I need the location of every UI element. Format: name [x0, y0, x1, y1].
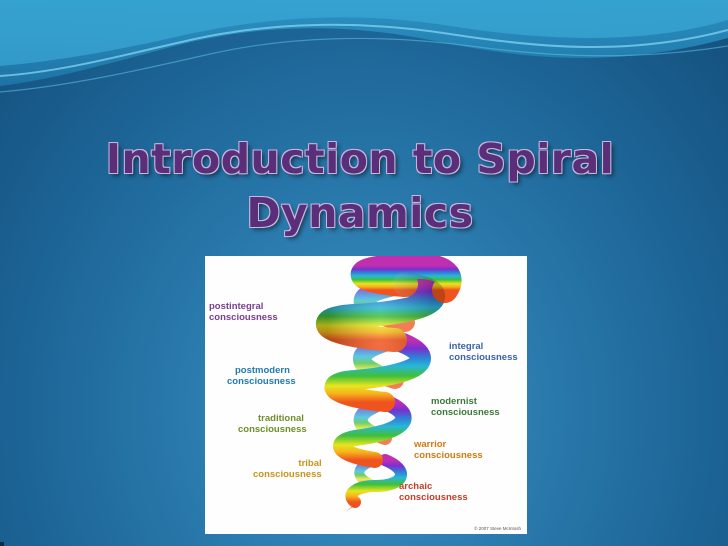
label-tribal: tribal consciousness — [253, 458, 322, 480]
label-modernist: modernist consciousness — [431, 396, 500, 418]
spiral-graphic — [315, 256, 462, 512]
title-line-1: Introduction to Spiral — [105, 135, 615, 183]
slide-title: Introduction to Spiral Dynamics — [60, 132, 660, 240]
label-postmodern-line2: consciousness — [227, 375, 296, 387]
spiral-tip — [345, 504, 357, 512]
top-wave-decoration — [0, 0, 728, 93]
label-tribal-line1: tribal — [298, 458, 322, 469]
label-warrior-line2: consciousness — [414, 449, 483, 461]
spiral-diagram: postintegral consciousness integral cons… — [205, 256, 527, 534]
label-archaic: archaic consciousness — [399, 481, 468, 503]
label-tribal-line2: consciousness — [253, 468, 322, 480]
label-postmodern: postmodern consciousness — [227, 365, 296, 387]
label-traditional-line2: consciousness — [238, 423, 307, 435]
label-modernist-line2: consciousness — [431, 406, 500, 418]
label-postmodern-line1: postmodern — [235, 365, 290, 376]
label-postintegral-line2: consciousness — [209, 311, 278, 323]
copyright-note: © 2007 Steve McIntosh — [474, 526, 521, 531]
label-traditional-line1: traditional — [258, 413, 304, 424]
label-modernist-line1: modernist — [431, 396, 477, 407]
label-integral-line2: consciousness — [449, 351, 518, 363]
label-traditional: traditional consciousness — [238, 413, 307, 435]
label-archaic-line1: archaic — [399, 481, 433, 492]
label-integral-line1: integral — [449, 341, 484, 352]
label-integral: integral consciousness — [449, 341, 518, 363]
label-postintegral: postintegral consciousness — [209, 301, 278, 323]
label-archaic-line2: consciousness — [399, 491, 468, 503]
label-postintegral-line1: postintegral — [209, 301, 264, 312]
corner-mark — [0, 542, 4, 546]
title-line-2: Dynamics — [246, 189, 474, 237]
label-warrior-line1: warrior — [414, 439, 447, 450]
label-warrior: warrior consciousness — [414, 439, 483, 461]
